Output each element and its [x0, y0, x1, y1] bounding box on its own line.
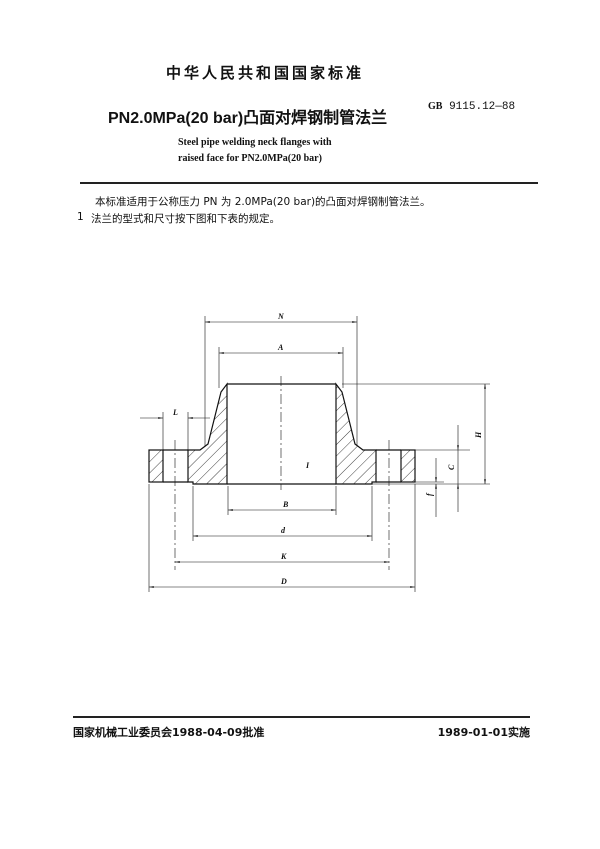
flange-section-right — [335, 382, 377, 485]
footer-divider — [73, 716, 530, 718]
standard-code: GB 9115.12—88 — [428, 101, 515, 113]
standard-type-heading: 中华人民共和国国家标准 — [165, 64, 364, 82]
approval-note: 国家机械工业委员会1988-04-09批准 — [73, 726, 265, 739]
label-C: C — [447, 464, 456, 470]
label-D: D — [280, 577, 287, 586]
flange-rim-right — [400, 449, 416, 483]
document-title: PN2.0MPa(20 bar)凸面对焊钢制管法兰 — [108, 110, 388, 127]
english-title-line2: raised face for PN2.0MPa(20 bar) — [178, 153, 322, 164]
label-I: I — [305, 461, 310, 470]
label-B: B — [282, 500, 289, 509]
implementation-date: 1989-01-01实施 — [437, 726, 530, 739]
label-A: A — [277, 343, 284, 352]
label-N: N — [277, 312, 285, 321]
label-K: K — [280, 552, 287, 561]
scope-paragraph: 本标准适用于公称压力 PN 为 2.0MPa(20 bar)的凸面对焊钢制管法兰… — [95, 196, 431, 208]
label-d: d — [281, 526, 286, 535]
label-f: f — [425, 492, 434, 496]
clause-text: 法兰的型式和尺寸按下图和下表的规定。 — [91, 213, 280, 225]
clause-number: 1 — [77, 211, 84, 223]
label-L: L — [172, 408, 178, 417]
code-number: 9115.12—88 — [449, 101, 516, 113]
flange-section-left — [187, 382, 228, 485]
flange-rim-left — [148, 449, 164, 483]
english-title-line1: Steel pipe welding neck flanges with — [178, 137, 332, 148]
header-divider — [80, 182, 538, 184]
code-prefix: GB — [428, 101, 443, 112]
label-H: H — [474, 431, 483, 439]
